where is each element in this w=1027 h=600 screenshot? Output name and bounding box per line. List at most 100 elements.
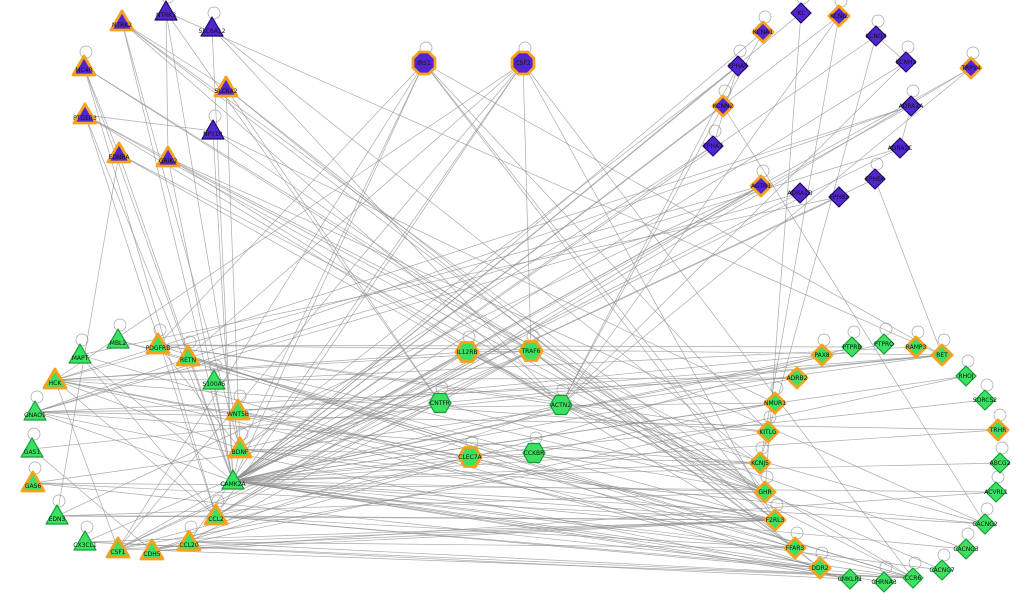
node-MC4R[interactable] (71, 54, 97, 77)
node-BDNF[interactable] (227, 436, 253, 459)
node-CMKLR1[interactable] (839, 568, 861, 590)
node-S100A5[interactable] (202, 369, 226, 390)
self-loop (30, 390, 44, 404)
node-DDR2[interactable] (808, 556, 832, 580)
node-RAMP3[interactable] (904, 335, 928, 359)
edge-line (121, 21, 227, 89)
node-ADRA1D[interactable] (789, 182, 811, 204)
node-SORCS2[interactable] (974, 389, 996, 411)
edge-line (151, 346, 853, 552)
node-KCNJ2[interactable] (827, 4, 851, 28)
node-CSF2[interactable] (510, 50, 536, 76)
node-RHOJ[interactable] (955, 365, 977, 387)
node-CCL2[interactable] (203, 503, 229, 526)
edge-line (32, 482, 821, 569)
node-TRAF6[interactable] (518, 340, 544, 362)
node-NTRK2[interactable] (109, 9, 135, 32)
self-loop (233, 389, 247, 403)
node-HCK[interactable] (42, 367, 68, 390)
node-CACNG2[interactable] (974, 513, 996, 535)
node-ADRA2A[interactable] (900, 95, 922, 117)
node-EDN3[interactable] (45, 504, 69, 525)
node-CX3CL1[interactable] (73, 530, 97, 551)
self-loop (209, 359, 223, 373)
node-TRHR[interactable] (986, 418, 1010, 442)
node-ACTN2[interactable] (549, 394, 573, 416)
edge-line (232, 462, 761, 482)
node-ADRA2C[interactable] (889, 137, 911, 159)
node-CCKBR[interactable] (522, 442, 546, 464)
edge-line (764, 12, 802, 493)
self-loop (28, 461, 42, 475)
edge-line (213, 346, 917, 382)
node-IRS1[interactable] (411, 50, 437, 76)
node-NTRK3[interactable] (154, 0, 178, 21)
node-EPHA7[interactable] (702, 135, 724, 157)
edge-line (212, 130, 776, 404)
edge-line (232, 480, 766, 493)
node-PTPRO[interactable] (873, 333, 895, 355)
node-RETN[interactable] (175, 344, 201, 367)
node-MBL2[interactable] (106, 328, 130, 349)
edge-line (232, 429, 999, 482)
node-EPHB6[interactable] (864, 168, 886, 190)
node-CSF1[interactable] (105, 536, 131, 559)
node-KITLG[interactable] (756, 420, 780, 444)
node-GHR[interactable] (753, 480, 777, 504)
node-EPHA5[interactable] (727, 55, 749, 77)
node-CCL20[interactable] (176, 529, 202, 552)
edge-line (79, 196, 840, 356)
node-CNTFR[interactable] (428, 392, 452, 414)
node-NPY1R[interactable] (201, 119, 225, 140)
node-SLC6A12[interactable] (200, 16, 224, 37)
node-SLC6A2[interactable] (213, 75, 239, 98)
edge-line (54, 185, 762, 381)
edge-line (83, 66, 234, 482)
node-GAS1[interactable] (20, 437, 44, 458)
edge-line (232, 61, 907, 482)
node-CACNG7[interactable] (931, 559, 953, 581)
node-ADRB2[interactable] (785, 366, 809, 390)
node-ACVRL1[interactable] (985, 481, 1007, 503)
node-RET[interactable] (930, 343, 954, 367)
node-KL[interactable] (790, 2, 812, 24)
node-TRPV4[interactable] (959, 56, 983, 80)
node-CLEC7A[interactable] (457, 446, 483, 468)
edge-line (151, 519, 776, 552)
node-IL12RB[interactable] (454, 341, 480, 363)
node-CCR6[interactable] (902, 567, 924, 589)
edge-line (232, 31, 764, 482)
node-PTGER3[interactable] (72, 102, 98, 125)
node-KCNQ3[interactable] (865, 25, 887, 47)
node-CHRNA3[interactable] (873, 571, 895, 593)
node-GRIK2[interactable] (155, 145, 181, 168)
node-KCNJ5[interactable] (748, 451, 772, 475)
node-GNAO1[interactable] (23, 400, 47, 421)
node-EPHB1[interactable] (828, 186, 850, 208)
node-EDNRA[interactable] (106, 141, 132, 164)
node-PTPRB[interactable] (841, 336, 863, 358)
edge-line (533, 452, 766, 493)
edge-line (560, 404, 986, 525)
node-GAS6[interactable] (20, 470, 46, 493)
node-ABCG2[interactable] (989, 452, 1011, 474)
node-MAPT[interactable] (68, 343, 92, 364)
node-KCNH2[interactable] (895, 51, 917, 73)
self-loop (847, 325, 861, 339)
node-F2RL3[interactable] (763, 508, 787, 532)
node-CDH5[interactable] (139, 538, 165, 561)
node-FFAR3[interactable] (783, 536, 807, 560)
edge-line (54, 350, 532, 381)
node-CAMK2A[interactable] (221, 469, 245, 490)
node-KCNA1[interactable] (751, 20, 775, 44)
node-CACNG3[interactable] (955, 538, 977, 560)
node-AGTR1[interactable] (749, 174, 773, 198)
node-NMUR1[interactable] (763, 391, 787, 415)
edge-line (239, 402, 441, 450)
edge-line (237, 410, 776, 521)
node-PDGFRB[interactable] (145, 332, 171, 355)
node-PAX8[interactable] (810, 343, 834, 367)
node-WNT5B[interactable] (225, 398, 251, 421)
node-KCNN2[interactable] (711, 94, 735, 118)
